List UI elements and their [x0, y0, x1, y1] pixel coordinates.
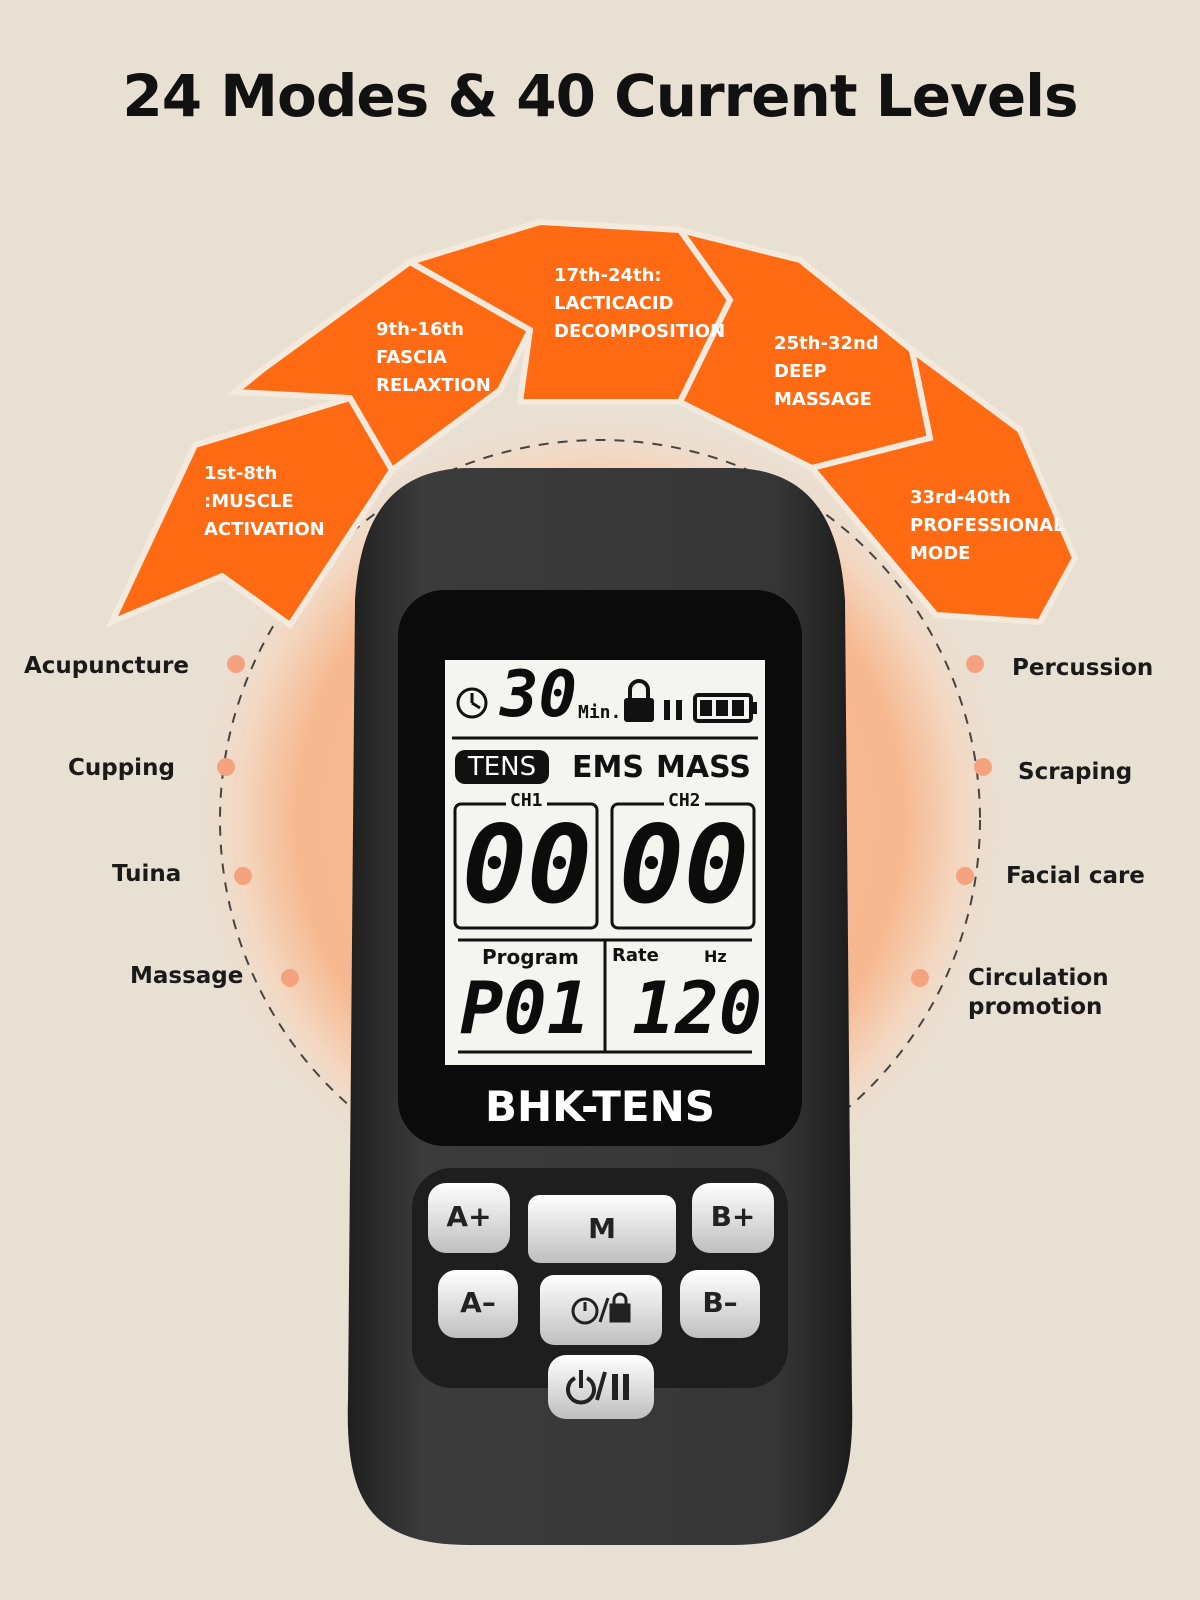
mode-mass: MASS	[656, 750, 751, 785]
feature-cupping: Cupping	[68, 755, 175, 781]
brand-name: BHK-TENS	[484, 1082, 716, 1131]
feature-acupuncture: Acupuncture	[24, 653, 189, 679]
mode-button[interactable]: M	[588, 1212, 616, 1245]
feature-circulation: Circulation promotion	[968, 965, 1109, 1020]
segment-2-shape	[227, 258, 534, 475]
rate-unit: Hz	[704, 947, 727, 966]
segment-5-shape	[806, 342, 1079, 626]
tens-badge	[455, 750, 549, 784]
mode-arc	[105, 218, 1079, 630]
timer-value: 30	[500, 658, 578, 732]
timer-lock-shape	[540, 1275, 662, 1345]
b-minus-button[interactable]: B–	[702, 1286, 738, 1319]
segment-label-1: 1st-8th :MUSCLE ACTIVATION	[204, 463, 325, 540]
feature-massage: Massage	[130, 963, 244, 989]
ring-bullets	[217, 655, 992, 987]
clock-icon	[456, 687, 488, 719]
a-minus-shape	[438, 1270, 518, 1338]
rate-value: 120	[632, 966, 763, 1050]
segment-label-5: 33rd-40th PROFESSIONAL MODE	[910, 487, 1065, 564]
battery-icon	[693, 693, 757, 723]
b-plus-button[interactable]: B+	[710, 1200, 756, 1233]
battery-bar	[716, 700, 728, 716]
battery-bar	[732, 700, 744, 716]
mode-ems: EMS	[572, 750, 644, 785]
button-panel	[412, 1168, 788, 1419]
page-title: 24 Modes & 40 Current Levels	[122, 62, 1078, 130]
segment-label-3: 17th-24th: LACTICACID DECOMPOSITION	[554, 265, 726, 342]
program-label: Program	[482, 945, 579, 969]
feature-tuina: Tuina	[112, 861, 182, 887]
segment-label-4: 25th-32nd DEEP MASSAGE	[774, 333, 879, 410]
power-pause-button[interactable]	[548, 1355, 654, 1419]
rate-label: Rate	[612, 945, 659, 966]
power-pause-icon	[566, 1370, 607, 1405]
ch1-value: 00	[461, 803, 593, 928]
a-minus-button[interactable]: A–	[460, 1286, 496, 1319]
a-plus-button[interactable]: A+	[446, 1200, 492, 1233]
timer-lock-button-icon	[571, 1292, 631, 1325]
mode-tens: TENS	[467, 752, 537, 782]
ch2-label: CH2	[664, 790, 705, 811]
ch1-label: CH1	[506, 790, 547, 811]
a-plus-shape	[428, 1183, 510, 1253]
lock-icon	[624, 679, 654, 722]
feature-facial-care: Facial care	[1006, 863, 1145, 889]
b-minus-shape	[680, 1270, 760, 1338]
feature-scraping: Scraping	[1018, 759, 1133, 785]
ch2-value: 00	[618, 803, 750, 928]
b-plus-shape	[692, 1183, 774, 1253]
battery-bar	[700, 700, 712, 716]
power-pause-bars	[612, 1374, 629, 1400]
m-shape	[528, 1195, 676, 1263]
feature-percussion: Percussion	[1012, 655, 1154, 681]
timer-lock-button[interactable]	[540, 1275, 662, 1345]
pause-icon	[664, 700, 682, 720]
program-value: P01	[460, 966, 591, 1050]
segment-label-2: 9th-16th FASCIA RELAXTION	[376, 319, 491, 396]
timer-unit: Min.	[578, 702, 622, 723]
